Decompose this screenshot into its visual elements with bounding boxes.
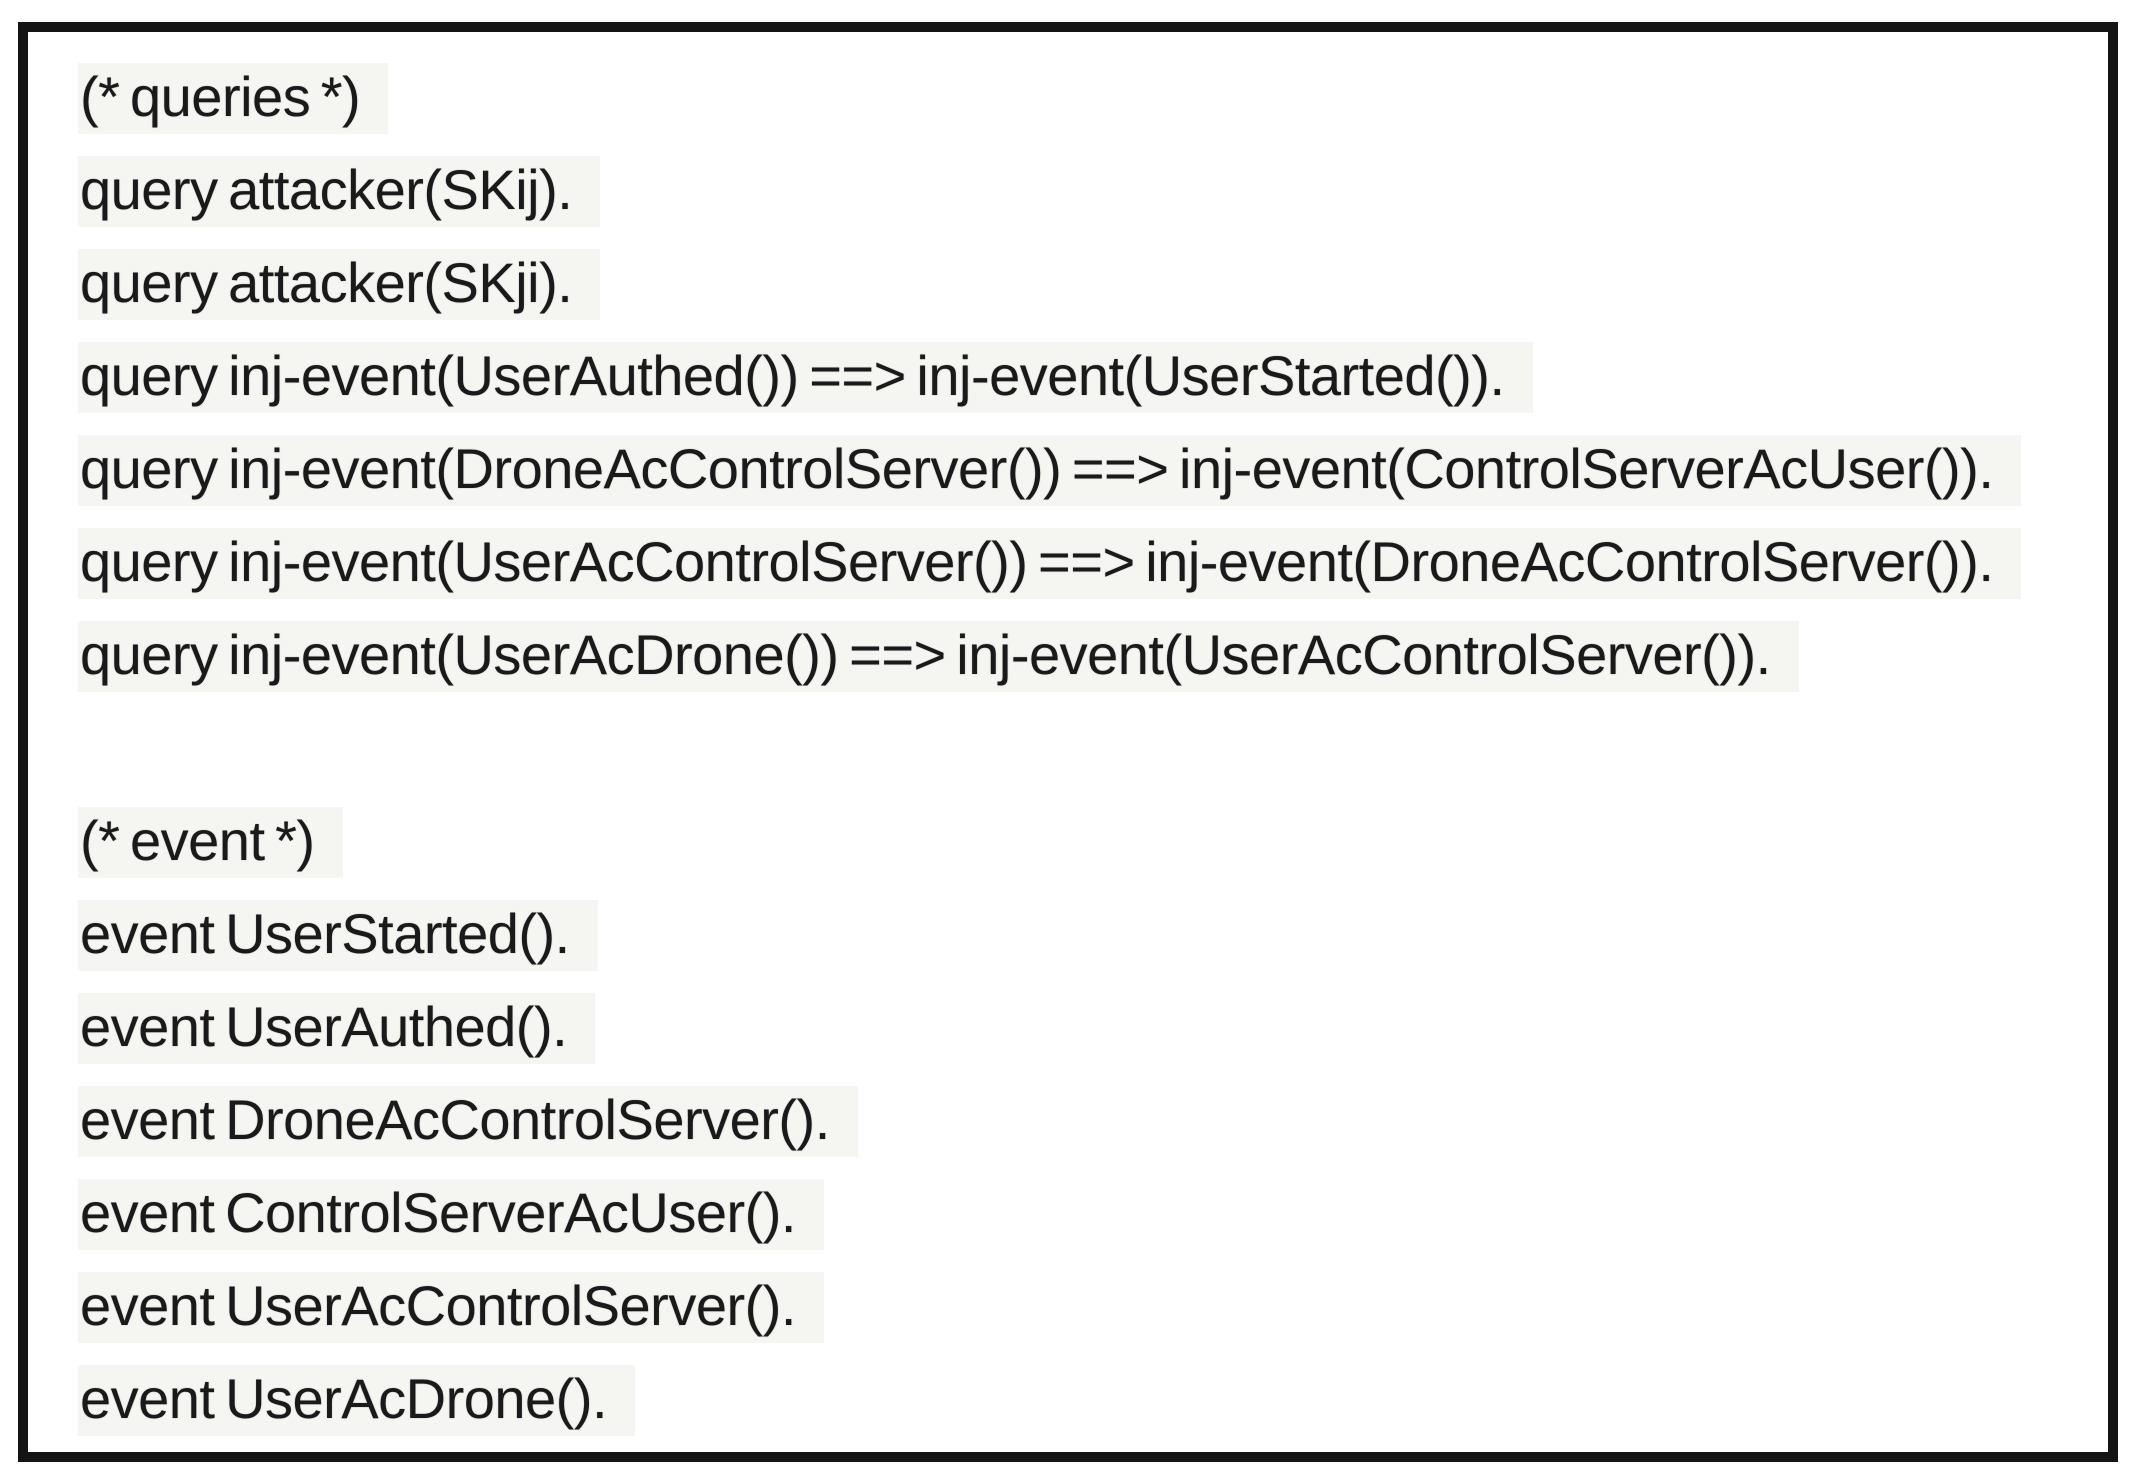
- code-text: (* event *): [78, 807, 343, 878]
- code-line-query: query inj-event(UserAcControlServer()) =…: [78, 515, 2088, 608]
- code-line-event: event ControlServerAcUser().: [78, 1166, 2088, 1259]
- code-line-event: event UserAcControlServer().: [78, 1259, 2088, 1352]
- code-line-query: query inj-event(UserAuthed()) ==> inj-ev…: [78, 329, 2088, 422]
- code-text: query attacker(SKji).: [78, 249, 601, 320]
- code-text: event UserAcControlServer().: [78, 1272, 824, 1343]
- code-line-event: event UserAcDrone().: [78, 1352, 2088, 1445]
- code-line-comment-queries: (* queries *): [78, 50, 2088, 143]
- code-text: event UserAuthed().: [78, 993, 596, 1064]
- code-line-query: query attacker(SKij).: [78, 143, 2088, 236]
- code-text: event UserAcDrone().: [78, 1365, 636, 1436]
- code-text: event UserStarted().: [78, 900, 598, 971]
- code-text: event ControlServerAcUser().: [78, 1179, 824, 1250]
- code-line-comment-event: (* event *): [78, 794, 2088, 887]
- code-text: query inj-event(UserAcDrone()) ==> inj-e…: [78, 621, 1799, 692]
- code-line-event: event UserStarted().: [78, 887, 2088, 980]
- code-line-query: query inj-event(DroneAcControlServer()) …: [78, 422, 2088, 515]
- code-text: event DroneAcControlServer().: [78, 1086, 858, 1157]
- code-text: query inj-event(DroneAcControlServer()) …: [78, 435, 2022, 506]
- code-text: query attacker(SKij).: [78, 156, 601, 227]
- code-text: query inj-event(UserAuthed()) ==> inj-ev…: [78, 342, 1533, 413]
- code-line-query: query inj-event(UserAcDrone()) ==> inj-e…: [78, 608, 2088, 701]
- code-listing: (* queries *) query attacker(SKij). quer…: [78, 50, 2088, 1445]
- code-listing-frame: (* queries *) query attacker(SKij). quer…: [18, 22, 2118, 1462]
- code-text: (* queries *): [78, 63, 389, 134]
- code-line-event: event UserAuthed().: [78, 980, 2088, 1073]
- code-line-event: event DroneAcControlServer().: [78, 1073, 2088, 1166]
- code-text: query inj-event(UserAcControlServer()) =…: [78, 528, 2022, 599]
- code-line-blank: [78, 701, 2088, 794]
- code-line-query: query attacker(SKji).: [78, 236, 2088, 329]
